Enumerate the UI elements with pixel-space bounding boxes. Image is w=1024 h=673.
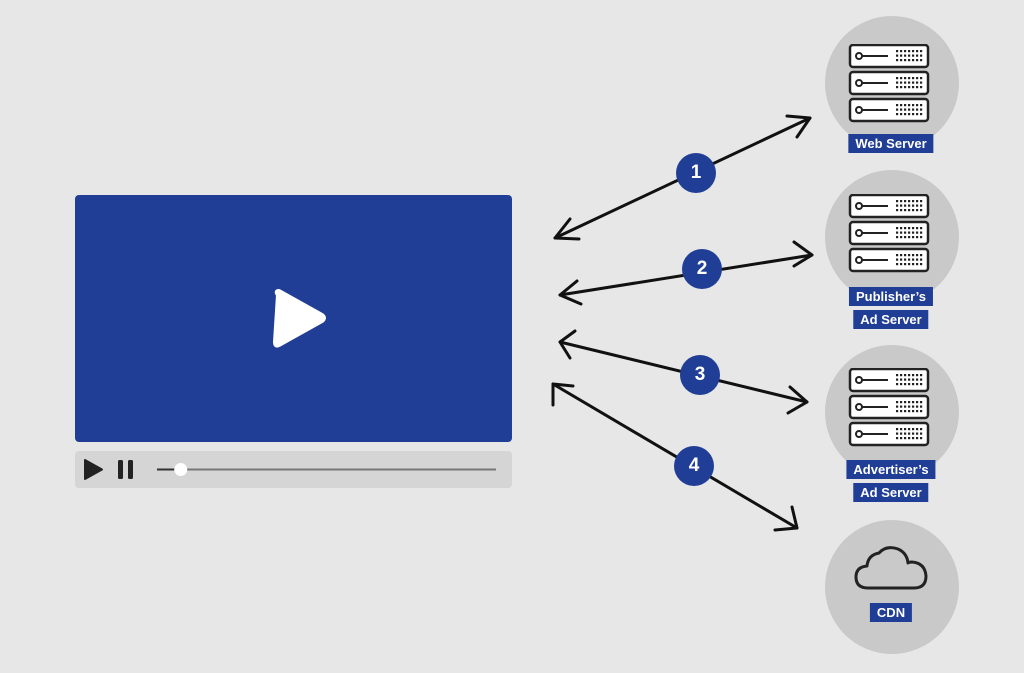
server-rack-icon — [848, 44, 930, 123]
server-unit — [848, 247, 930, 273]
arrow-cdn — [551, 382, 799, 532]
step-badge-4: 4 — [674, 446, 714, 486]
server-rack-icon — [848, 194, 930, 273]
pause-button-icon[interactable] — [118, 460, 133, 479]
advertiser-label-line1: Advertiser’s — [846, 460, 936, 479]
cdn-label: CDN — [869, 603, 913, 622]
video-player[interactable] — [75, 195, 512, 442]
server-unit — [848, 97, 930, 123]
web-server-label: Web Server — [848, 134, 934, 153]
server-unit — [848, 394, 930, 420]
server-rack-icon — [848, 368, 930, 447]
advertiser-label-line2: Ad Server — [853, 483, 929, 502]
step-badge-2: 2 — [682, 249, 722, 289]
server-unit — [848, 44, 930, 69]
cloud-icon — [854, 546, 928, 590]
step-badge-3: 3 — [680, 355, 720, 395]
server-unit — [848, 368, 930, 393]
publisher-label-line2: Ad Server — [853, 310, 929, 329]
server-unit — [848, 220, 930, 246]
play-button-icon[interactable] — [84, 459, 103, 480]
player-controls-bar — [75, 451, 512, 488]
play-triangle-icon[interactable] — [75, 195, 512, 442]
server-unit — [848, 194, 930, 219]
step-badge-1: 1 — [676, 153, 716, 193]
server-unit — [848, 421, 930, 447]
publisher-label-line1: Publisher’s — [848, 287, 934, 306]
progress-handle[interactable] — [174, 463, 188, 476]
server-unit — [848, 70, 930, 96]
